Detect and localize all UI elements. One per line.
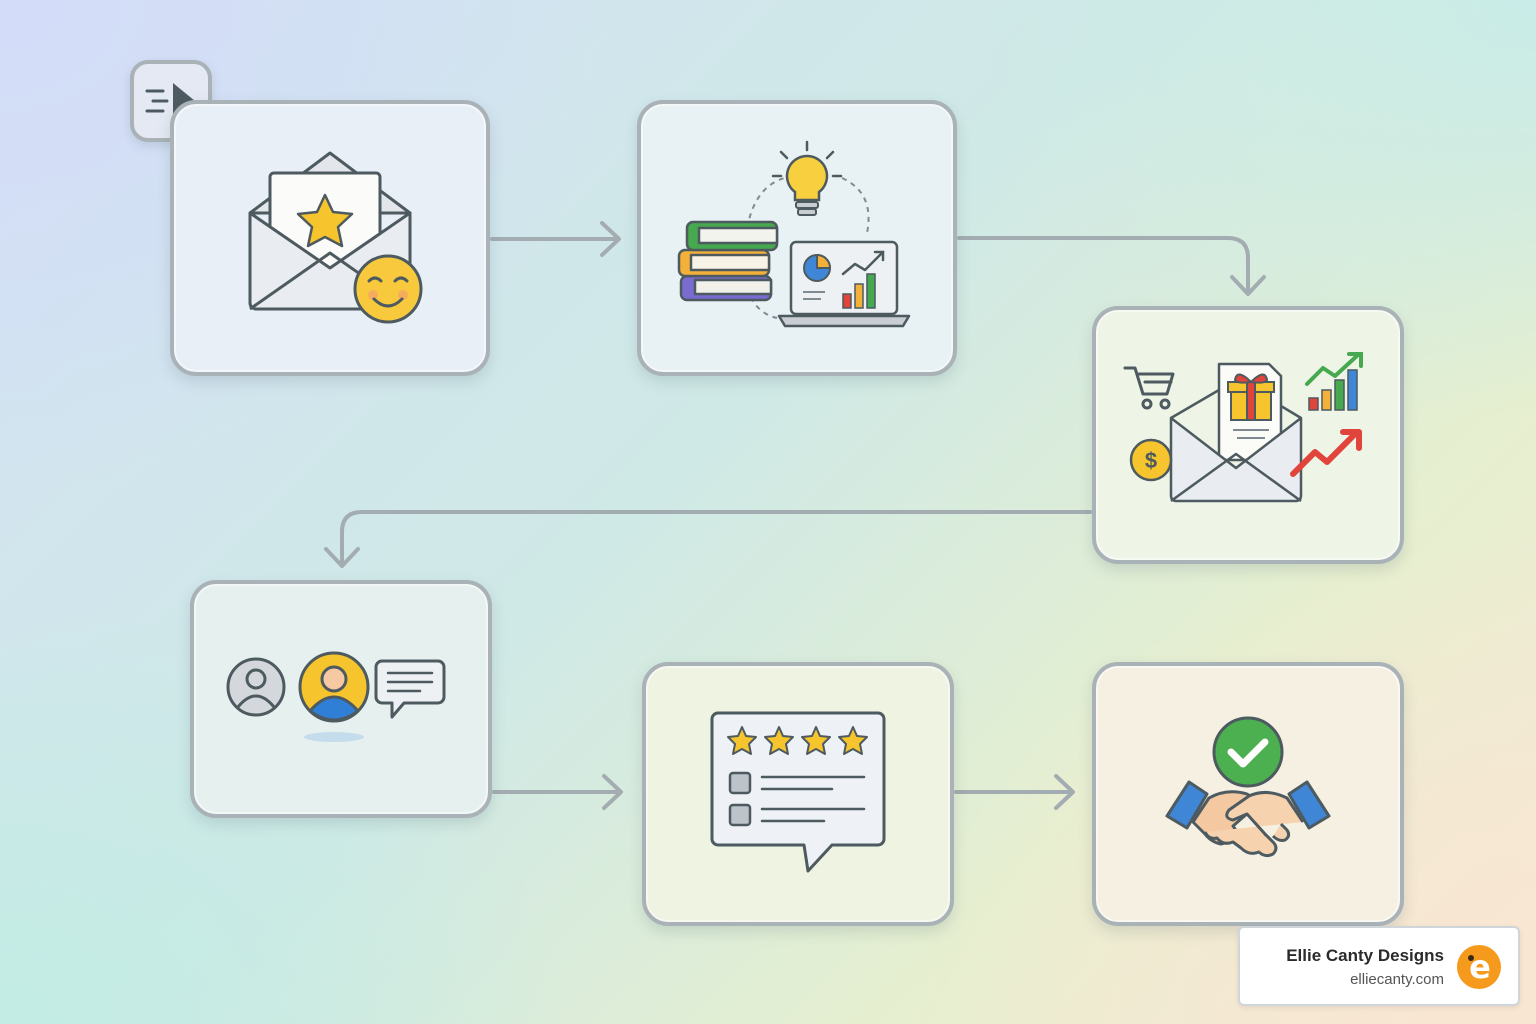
- laptop-icon: [777, 240, 911, 328]
- dollar-coin-icon: $: [1129, 438, 1173, 482]
- star-icon: [727, 726, 757, 755]
- step-card-6: [1092, 662, 1404, 926]
- step-card-4: [190, 580, 492, 818]
- connector-2-3-arrowhead: [1230, 275, 1266, 296]
- checklist-icon: [728, 771, 866, 827]
- shopping-cart-icon: [1123, 366, 1175, 410]
- step-card-5: [642, 662, 954, 926]
- promo-envelope-cart-growth-icon: $: [1123, 352, 1363, 503]
- svg-text:e: e: [1469, 948, 1491, 986]
- books-lightbulb-laptop-icon: [677, 140, 911, 328]
- svg-text:$: $: [1145, 448, 1157, 473]
- brand-badge[interactable]: Ellie Canty Designs elliecanty.com e: [1238, 926, 1520, 1006]
- brand-logo-icon: e: [1457, 945, 1501, 989]
- lightbulb-icon: [771, 140, 843, 216]
- books-icon: [677, 220, 779, 302]
- trend-up-arrow-icon: [1290, 429, 1362, 477]
- connector-2-3: [957, 236, 1250, 294]
- handshake-check-icon: [1165, 716, 1331, 858]
- star-icon: [296, 193, 354, 248]
- star-icon: [801, 726, 831, 755]
- step-card-3: $: [1092, 306, 1404, 564]
- brand-url[interactable]: elliecanty.com: [1350, 971, 1444, 988]
- step-card-1: [170, 100, 490, 376]
- bar-growth-icon: [1305, 352, 1363, 411]
- envelope-star-smiley-icon: [248, 151, 423, 324]
- document-envelope-icon: [1169, 362, 1303, 503]
- chat-bubble-icon: [374, 659, 446, 719]
- star-icon: [838, 726, 868, 755]
- review-stars-checklist-icon: [710, 711, 886, 873]
- connector-3-4: [340, 510, 1092, 567]
- brand-name: Ellie Canty Designs: [1286, 946, 1444, 965]
- rating-stars: [727, 726, 868, 755]
- user-gray-icon: [226, 657, 286, 717]
- smiley-icon: [353, 254, 423, 324]
- star-icon: [764, 726, 794, 755]
- step-card-2: [637, 100, 957, 376]
- gift-icon: [1227, 373, 1275, 421]
- user-highlight-icon: [298, 651, 370, 723]
- checkmark-badge-icon: [1212, 716, 1284, 788]
- connector-1-2-arrowhead: [600, 221, 621, 257]
- handshake-icon: [1165, 780, 1331, 858]
- connector-4-5-arrowhead: [602, 774, 623, 810]
- users-chat-icon: [226, 651, 446, 742]
- connector-3-4-arrowhead: [324, 547, 360, 568]
- connector-5-6-arrowhead: [1054, 774, 1075, 810]
